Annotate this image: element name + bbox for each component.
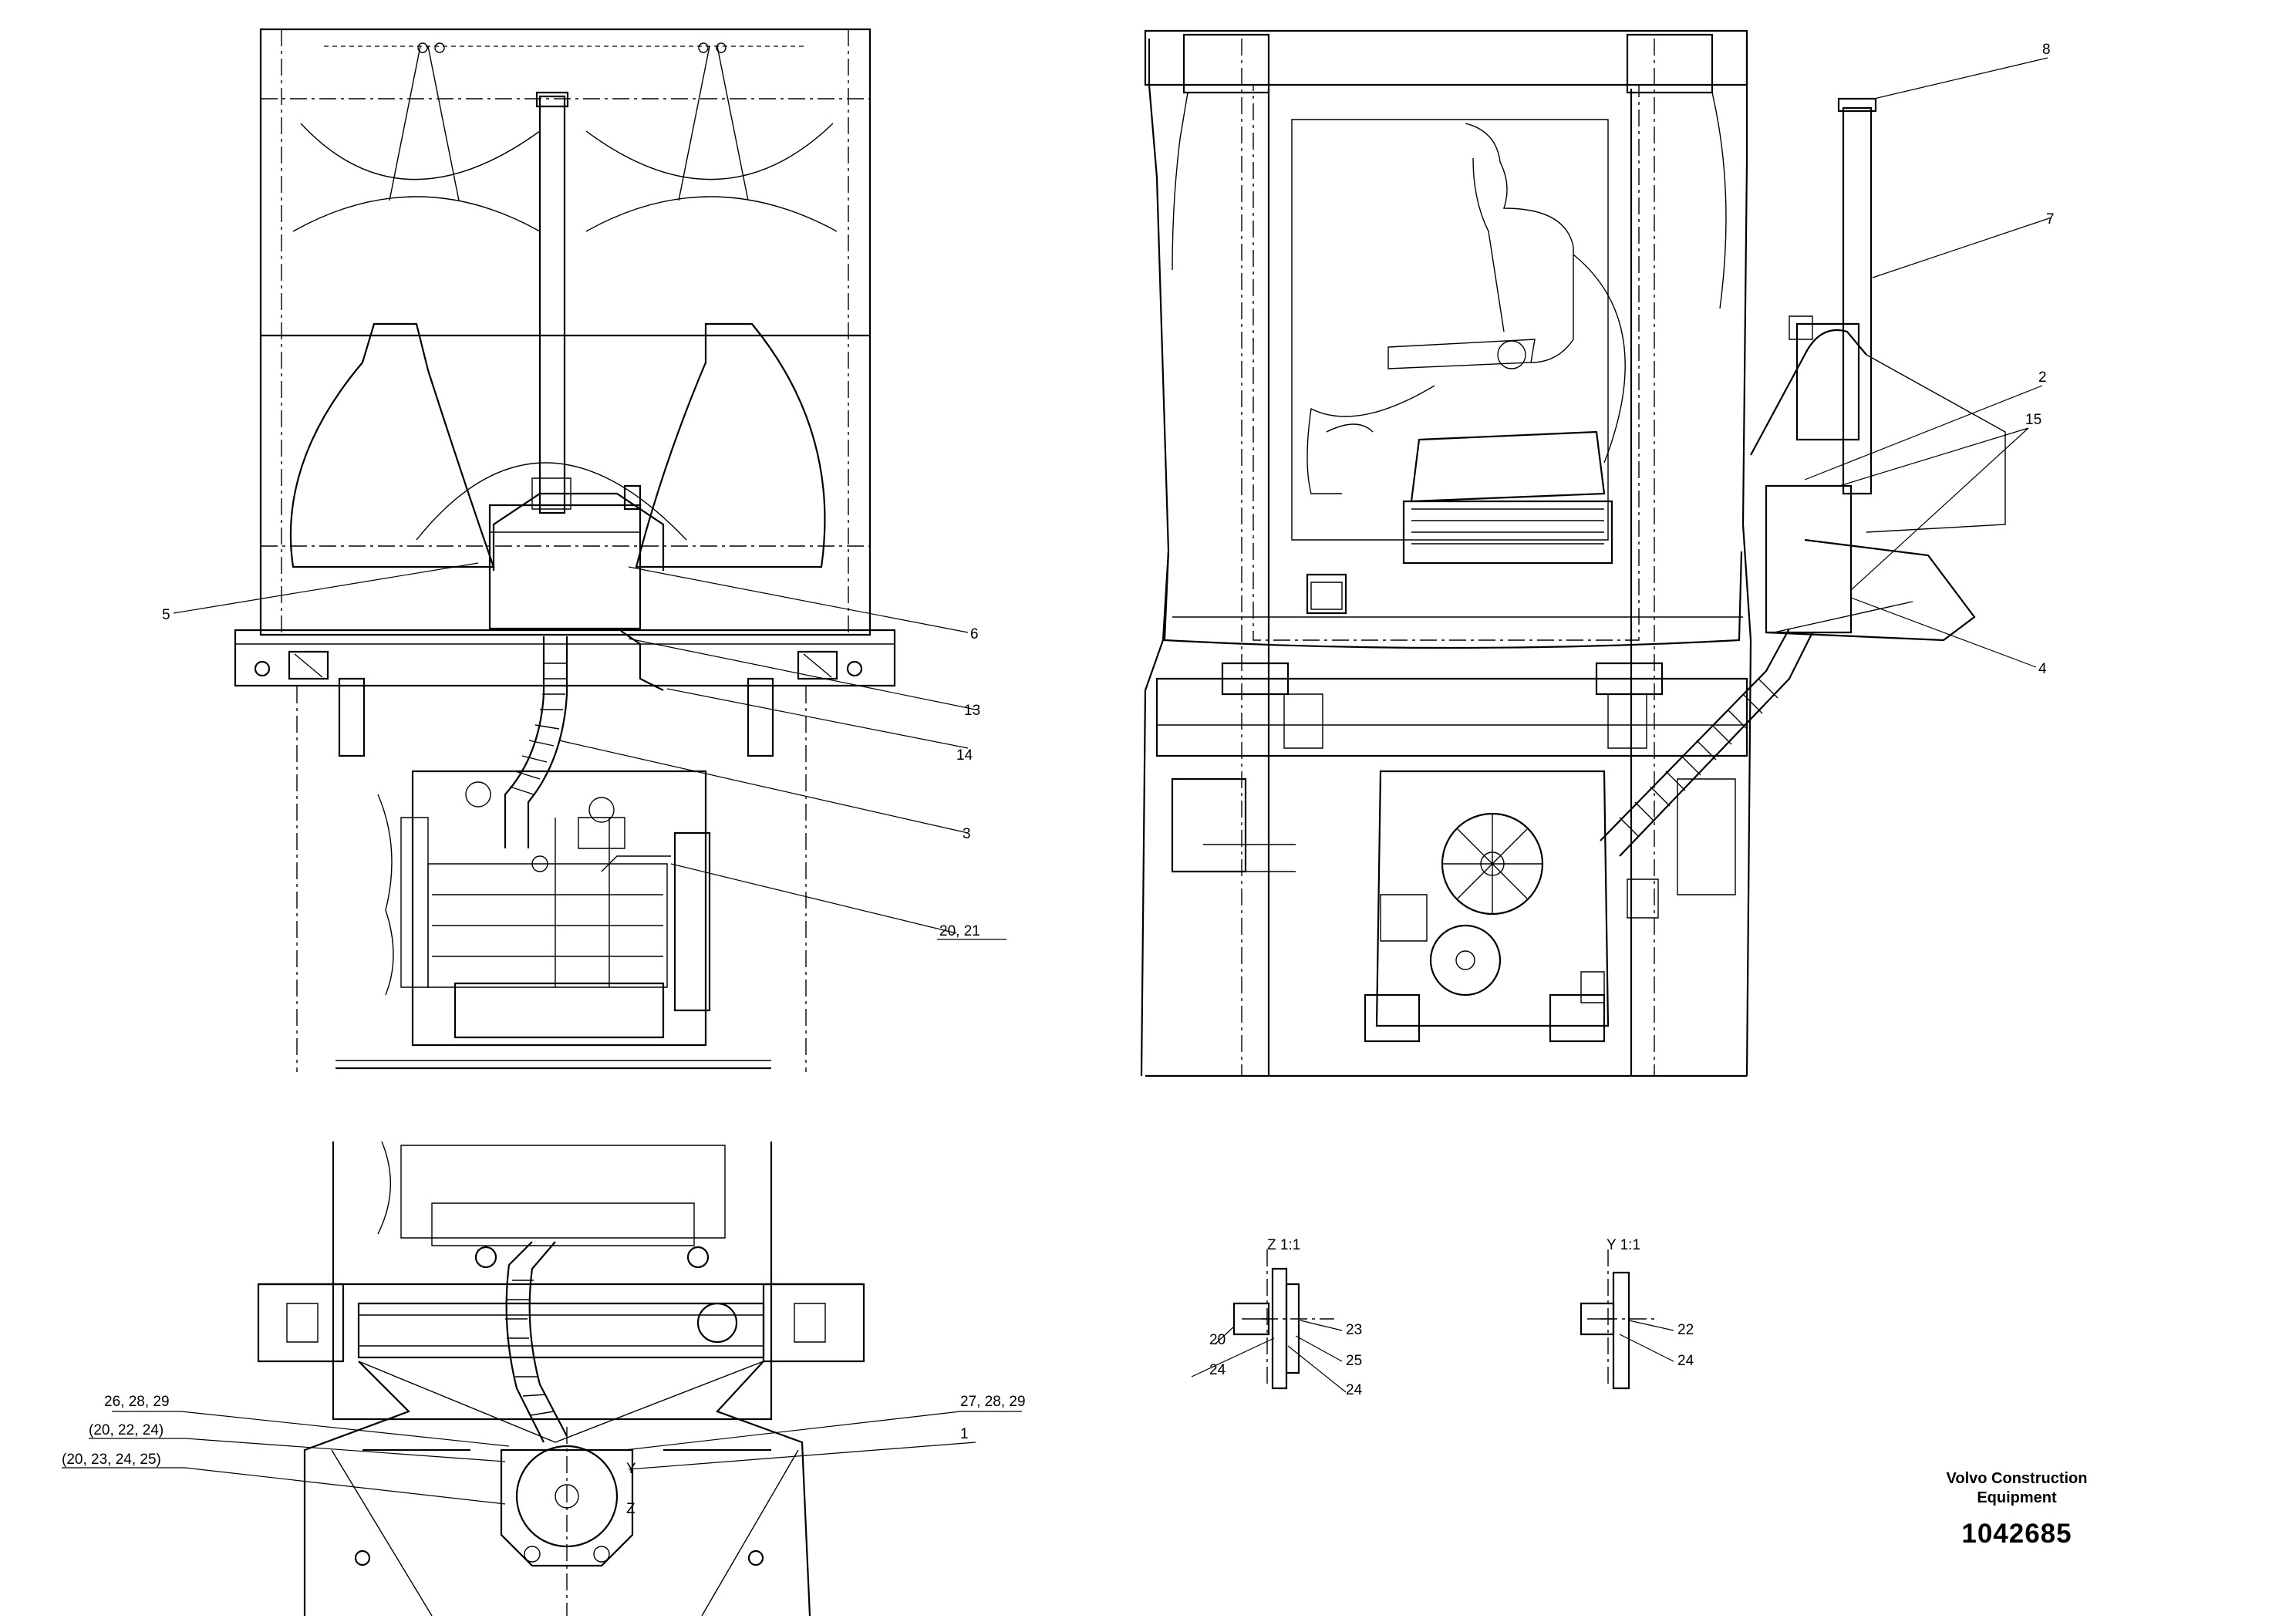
callout-5: 5 — [162, 607, 170, 623]
callout-7: 7 — [2046, 211, 2055, 228]
title-block: Volvo Construction Equipment 1042685 — [1893, 1469, 2140, 1549]
top-view-cab-engine — [235, 29, 895, 1072]
callout-labels: 5 6 13 14 3 20, 21 8 7 2 15 4 26, 28, 29… — [62, 42, 2055, 1517]
callout-1: 1 — [960, 1426, 969, 1442]
callout-8: 8 — [2042, 42, 2051, 58]
detail-z-title: Z 1:1 — [1267, 1237, 1300, 1253]
detail-y-label-24: 24 — [1677, 1353, 1694, 1369]
callout-2: 2 — [2038, 369, 2047, 386]
detail-y-label-22: 22 — [1677, 1322, 1694, 1338]
rear-view-mounting — [258, 1141, 864, 1616]
side-view-cab-engine — [1141, 31, 2005, 1076]
document-number: 1042685 — [1961, 1519, 2072, 1549]
leader-lines — [62, 58, 2052, 1504]
mark-z: Z — [626, 1501, 636, 1517]
callout-20-23-24-25: (20, 23, 24, 25) — [62, 1452, 161, 1468]
detail-z-label-25: 25 — [1346, 1353, 1362, 1369]
callout-14: 14 — [956, 747, 973, 764]
callout-13: 13 — [964, 703, 980, 719]
callout-4: 4 — [2038, 661, 2047, 677]
callout-26-28-29: 26, 28, 29 — [104, 1394, 170, 1410]
mark-y: Y — [626, 1461, 636, 1477]
detail-z-label-23: 23 — [1346, 1322, 1362, 1338]
callout-6: 6 — [970, 626, 979, 642]
detail-z-label-20: 20 — [1209, 1332, 1226, 1348]
callout-3: 3 — [963, 826, 971, 842]
detail-y — [1581, 1249, 1658, 1388]
detail-z-label-24a: 24 — [1209, 1362, 1226, 1378]
company-name-line1: Volvo Construction — [1946, 1470, 2088, 1487]
callout-15: 15 — [2025, 412, 2041, 428]
callout-20-22-24: (20, 22, 24) — [89, 1422, 164, 1438]
detail-z-label-24b: 24 — [1346, 1382, 1363, 1398]
callout-27-28-29: 27, 28, 29 — [960, 1394, 1026, 1410]
company-name-line2: Equipment — [1977, 1489, 2057, 1506]
callout-20-21: 20, 21 — [939, 923, 980, 939]
detail-y-title: Y 1:1 — [1607, 1237, 1640, 1253]
detail-z — [1234, 1249, 1334, 1388]
